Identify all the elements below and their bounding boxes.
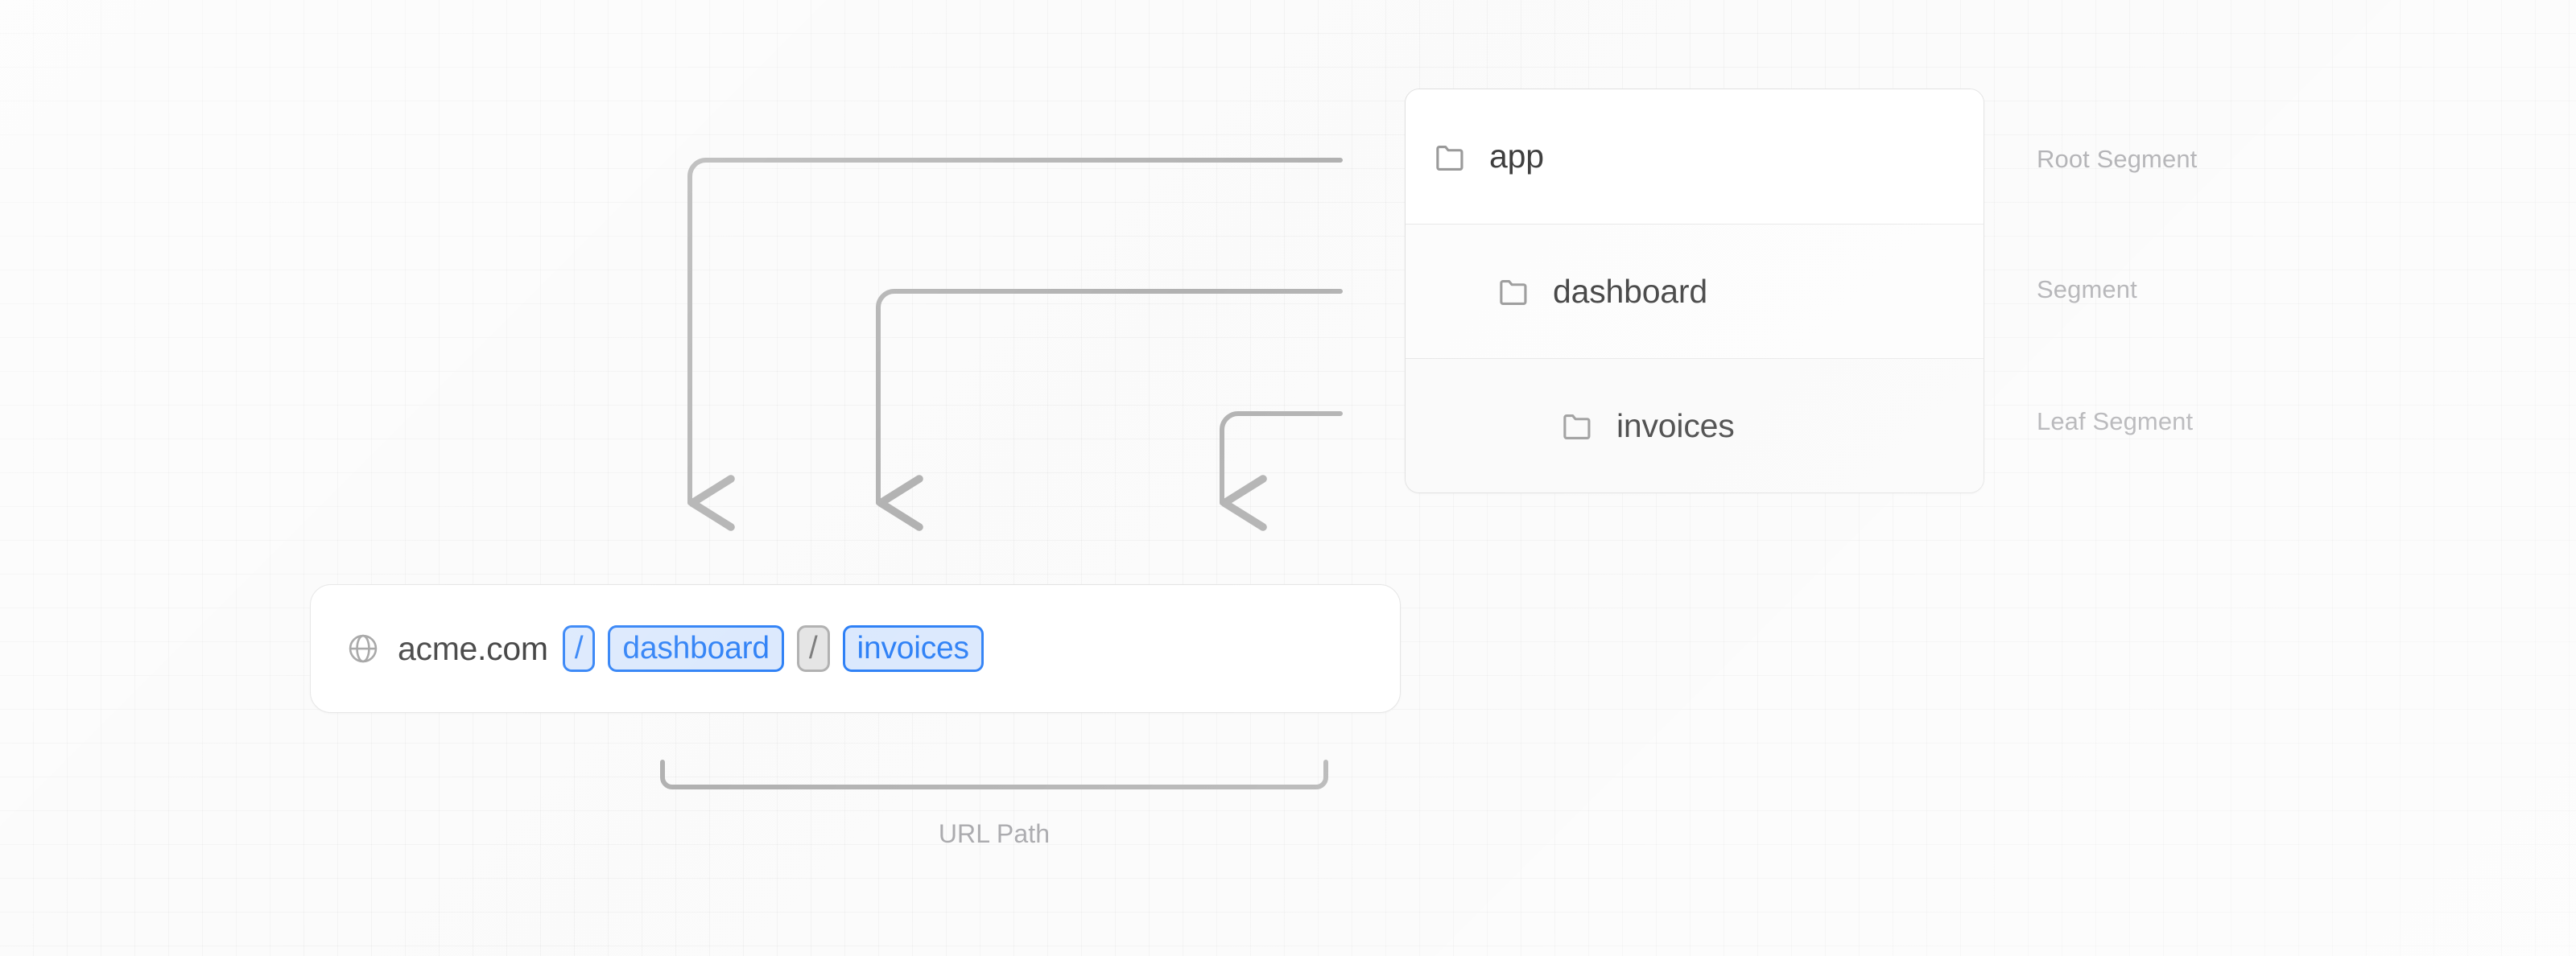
url-chip-slash-1[interactable]: /: [562, 625, 596, 672]
url-chip-slash-2[interactable]: /: [796, 625, 830, 672]
url-host: acme.com: [398, 629, 548, 667]
tree-row-invoices[interactable]: invoices: [1406, 358, 1984, 492]
tree-row-label: invoices: [1616, 406, 1735, 444]
folder-icon: [1560, 408, 1596, 443]
annotation-leaf-segment: Leaf Segment: [2037, 407, 2194, 435]
url-chip-dashboard[interactable]: dashboard: [608, 625, 784, 672]
url-chip-invoices[interactable]: invoices: [842, 625, 984, 672]
tree-row-label: dashboard: [1553, 272, 1707, 310]
folder-icon: [1433, 139, 1468, 175]
tree-row-app[interactable]: app: [1406, 89, 1984, 224]
connector-leaf-to-chip: [1220, 411, 1343, 531]
globe-icon: [346, 632, 380, 665]
url-path-caption: URL Path: [938, 819, 1051, 848]
url-path-bracket: [660, 760, 1328, 789]
connector-root-to-slash: [687, 158, 1343, 531]
folder-icon: [1496, 274, 1532, 309]
tree-row-dashboard[interactable]: dashboard: [1406, 224, 1984, 358]
connector-segment-to-chip: [876, 289, 1343, 531]
annotation-segment: Segment: [2037, 275, 2137, 303]
tree-row-label: app: [1489, 138, 1544, 175]
annotation-root-segment: Root Segment: [2037, 145, 2198, 173]
url-bar[interactable]: acme.com / dashboard / invoices: [310, 584, 1401, 713]
folder-tree-card: app dashboard invoices: [1405, 89, 1984, 493]
